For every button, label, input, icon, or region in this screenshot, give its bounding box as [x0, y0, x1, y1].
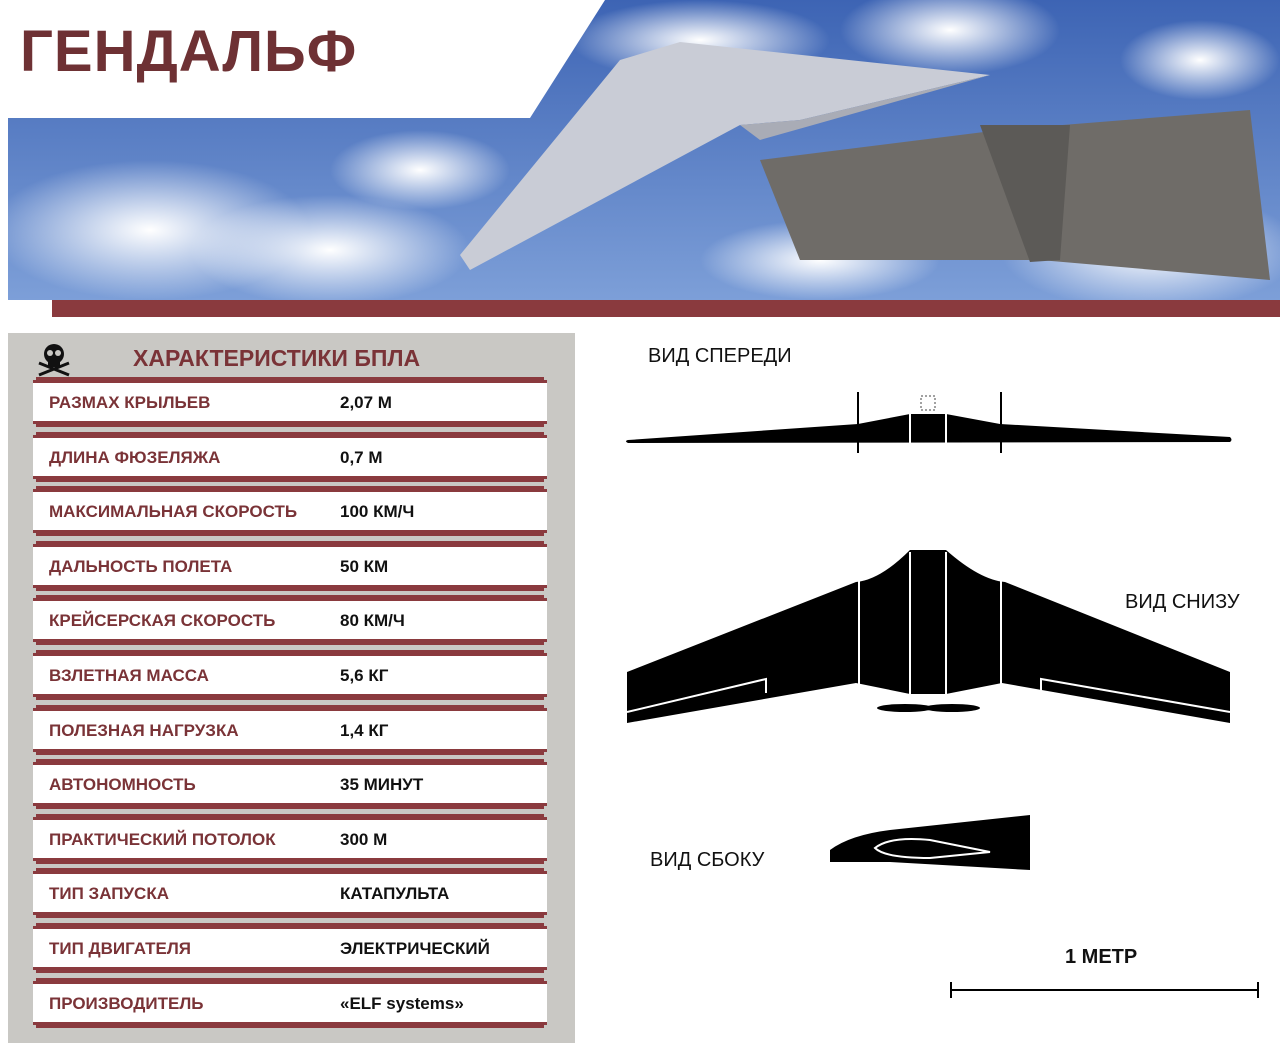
- spec-row: АВТОНОМНОСТЬ 35 МИНУТ: [33, 762, 547, 807]
- spec-value: ЭЛЕКТРИЧЕСКИЙ: [340, 939, 490, 958]
- spec-label: ТИП ДВИГАТЕЛЯ: [49, 939, 192, 958]
- page-title: ГЕНДАЛЬФ: [20, 19, 358, 84]
- drone-photo-light: [460, 42, 990, 270]
- banner-photo: [0, 0, 1280, 300]
- spec-label: ПРОИЗВОДИТЕЛЬ: [49, 993, 204, 1013]
- spec-row: МАКСИМАЛЬНАЯ СКОРОСТЬ 100 КМ/Ч: [33, 489, 547, 534]
- spec-label: ДАЛЬНОСТЬ ПОЛЕТА: [49, 556, 233, 576]
- spec-value: 300 М: [340, 829, 388, 849]
- spec-value: 0,7 М: [340, 447, 383, 467]
- side-view-silhouette: [830, 815, 1030, 870]
- spec-label: ВЗЛЕТНАЯ МАССА: [49, 666, 209, 685]
- front-view-label: ВИД СПЕРЕДИ: [648, 345, 792, 367]
- spec-label: ПОЛЕЗНАЯ НАГРУЗКА: [49, 720, 239, 740]
- spec-row: ТИП ЗАПУСКА КАТАПУЛЬТА: [33, 871, 547, 916]
- spec-row: ПРОИЗВОДИТЕЛЬ «ELF systems»: [33, 980, 547, 1025]
- spec-row: ТИП ДВИГАТЕЛЯ ЭЛЕКТРИЧЕСКИЙ: [33, 926, 547, 970]
- spec-row: РАЗМАХ КРЫЛЬЕВ 2,07 М: [33, 380, 547, 424]
- spec-label: МАКСИМАЛЬНАЯ СКОРОСТЬ: [49, 502, 298, 522]
- spec-row: ВЗЛЕТНАЯ МАССА 5,6 КГ: [33, 653, 547, 697]
- spec-value: КАТАПУЛЬТА: [340, 884, 450, 904]
- skull-crossbones-icon: [38, 344, 70, 377]
- spec-row: КРЕЙСЕРСКАЯ СКОРОСТЬ 80 КМ/Ч: [33, 598, 547, 643]
- spec-row: ДАЛЬНОСТЬ ПОЛЕТА 50 КМ: [33, 543, 547, 588]
- spec-value: 50 КМ: [340, 556, 389, 576]
- spec-value: 80 КМ/Ч: [340, 611, 405, 631]
- spec-row: ПРАКТИЧЕСКИЙ ПОТОЛОК 300 М: [33, 816, 547, 861]
- bottom-view-label: ВИД СНИЗУ: [1125, 591, 1240, 613]
- bottom-view-silhouette: [626, 550, 1231, 723]
- spec-label: ПРАКТИЧЕСКИЙ ПОТОЛОК: [49, 829, 276, 849]
- scale-bar: [950, 982, 1259, 998]
- spec-row: ДЛИНА ФЮЗЕЛЯЖА 0,7 М: [33, 434, 547, 479]
- specs-panel: ХАРАКТЕРИСТИКИ БПЛА РАЗМАХ КРЫЛЬЕВ 2,07 М…: [8, 333, 575, 1043]
- front-view-silhouette: [626, 392, 1232, 453]
- spec-value: 35 МИНУТ: [340, 775, 424, 795]
- spec-label: РАЗМАХ КРЫЛЬЕВ: [49, 393, 211, 412]
- spec-label: АВТОНОМНОСТЬ: [49, 775, 196, 795]
- specs-heading: ХАРАКТЕРИСТИКИ БПЛА: [133, 345, 421, 371]
- divider-stripe: [52, 300, 1280, 317]
- drone-photo-dark: [760, 110, 1270, 280]
- spec-value: «ELF systems»: [340, 993, 464, 1013]
- spec-value: 5,6 КГ: [340, 666, 389, 685]
- scale-label: 1 МЕТР: [1065, 946, 1138, 968]
- side-view-label: ВИД СБОКУ: [650, 849, 765, 871]
- spec-label: КРЕЙСЕРСКАЯ СКОРОСТЬ: [49, 611, 276, 631]
- spec-value: 2,07 М: [340, 393, 392, 412]
- spec-label: ТИП ЗАПУСКА: [49, 884, 169, 904]
- spec-value: 100 КМ/Ч: [340, 502, 415, 522]
- spec-row: ПОЛЕЗНАЯ НАГРУЗКА 1,4 КГ: [33, 707, 547, 752]
- spec-value: 1,4 КГ: [340, 720, 389, 740]
- spec-label: ДЛИНА ФЮЗЕЛЯЖА: [49, 447, 221, 467]
